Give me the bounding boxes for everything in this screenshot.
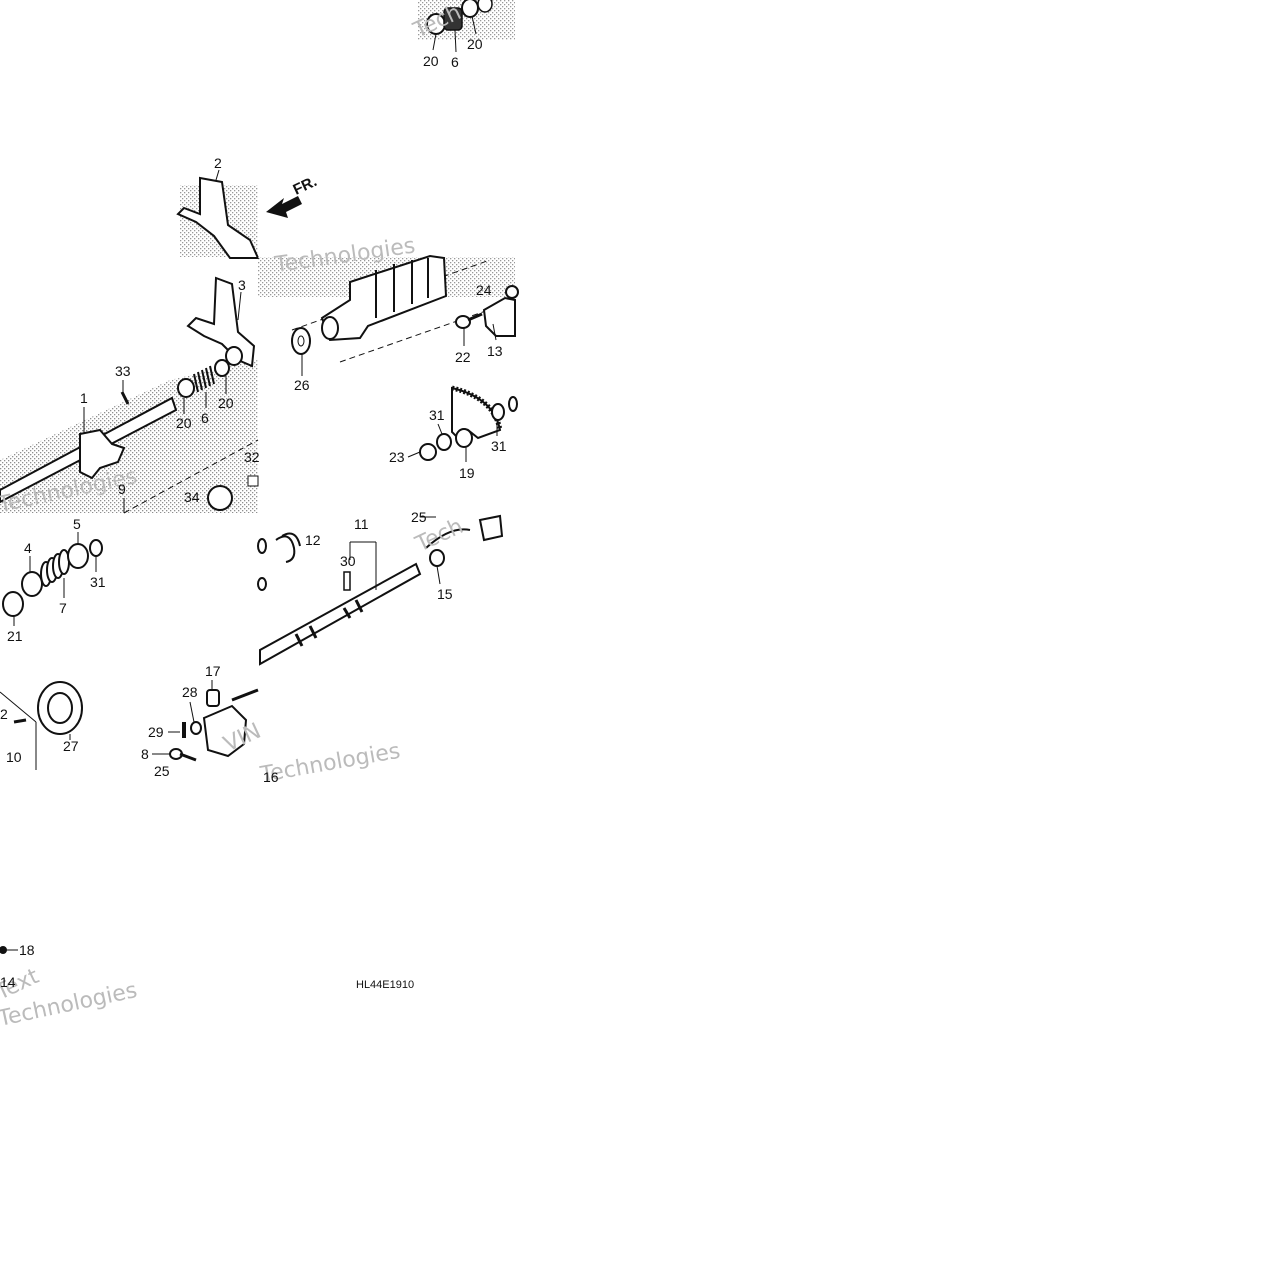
callout: 2: [214, 155, 222, 171]
callout: 23: [389, 449, 405, 465]
callout: 16: [263, 769, 279, 785]
drawing-code: HL44E1910: [356, 979, 414, 991]
callout: 31: [491, 438, 507, 454]
callout: 33: [115, 363, 131, 379]
tile-bottom: [0, 946, 7, 954]
leader-lines: [4, 323, 498, 951]
callout: 1: [80, 390, 88, 406]
callout: 18: [19, 942, 35, 958]
callout: 21: [7, 628, 23, 644]
callout: 27: [63, 738, 79, 754]
callouts: 20 6 20 2 3 33 1 20 6 20 24 22 13 26 31 …: [0, 36, 507, 990]
tile-stopper: [169, 688, 259, 762]
callout: 34: [184, 489, 200, 505]
callout: 24: [476, 282, 492, 298]
callout: 11: [354, 516, 369, 532]
callout: 32: [244, 449, 260, 465]
callout: 14: [0, 974, 16, 990]
callout: 20: [467, 36, 483, 52]
callout: 3: [238, 277, 246, 293]
tile-shaft: [257, 514, 504, 666]
callout: 10: [6, 749, 22, 765]
watermark: Technologies: [258, 739, 403, 788]
callout: 20: [218, 395, 234, 411]
callout: 5: [73, 516, 81, 532]
callout: 22: [455, 349, 471, 365]
direction-label: FR.: [291, 173, 320, 199]
callout: 17: [205, 663, 221, 679]
callout: 12: [305, 532, 321, 548]
callout: 20: [423, 53, 439, 69]
callout: 7: [59, 600, 67, 616]
callout: 25: [154, 763, 170, 779]
callout: 19: [459, 465, 475, 481]
callout: 6: [451, 54, 459, 70]
callout: 9: [118, 481, 126, 497]
tile-shift-forks: [0, 169, 302, 514]
tile-top: [418, 0, 515, 53]
tile-spring-stack: [2, 539, 103, 617]
callout: 31: [429, 407, 445, 423]
callout: 28: [182, 684, 198, 700]
callout: 25: [411, 509, 427, 525]
callout: 29: [148, 724, 164, 740]
callout: 2: [0, 706, 8, 722]
callout: 15: [437, 586, 453, 602]
callout: 4: [24, 540, 32, 556]
callout: 26: [294, 377, 310, 393]
callout: 13: [487, 343, 503, 359]
callout: 8: [141, 746, 149, 762]
callout: 6: [201, 410, 209, 426]
callout: 20: [176, 415, 192, 431]
tile-shift-drum: [258, 254, 519, 461]
callout: 31: [90, 574, 106, 590]
tile-bearing: [0, 681, 83, 770]
callout: 30: [340, 553, 356, 569]
